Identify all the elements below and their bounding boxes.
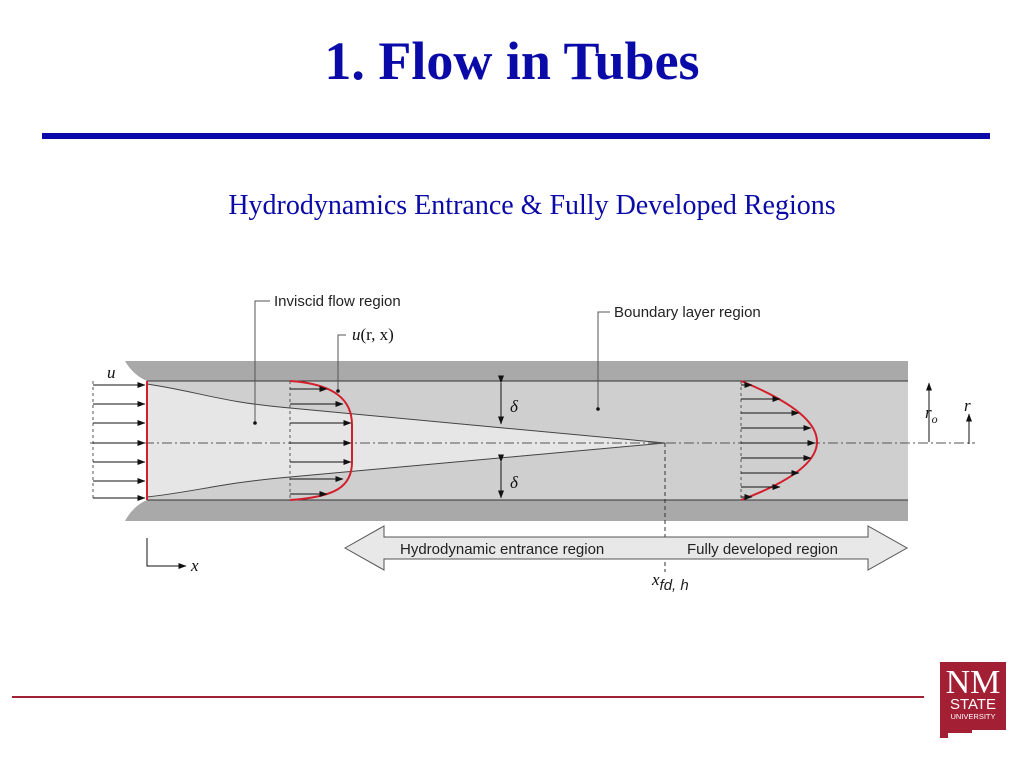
tube-flow-diagram: δ δ Inviscid flow region u(r, x) Boundar… xyxy=(90,293,975,594)
boundary-label: Boundary layer region xyxy=(614,304,761,321)
ro-label: ro xyxy=(925,403,938,426)
slide-title: 1. Flow in Tubes xyxy=(324,31,700,91)
inviscid-core xyxy=(146,383,666,498)
xfd-label: xfd, h xyxy=(651,570,689,594)
region-double-arrow xyxy=(343,525,909,571)
u-rx-label: u(r, x) xyxy=(352,325,394,344)
logo-nm: NM xyxy=(946,664,1001,701)
r-label: r xyxy=(964,396,971,415)
title-divider xyxy=(42,133,990,139)
slide-subtitle: Hydrodynamics Entrance & Fully Developed… xyxy=(228,190,836,221)
x-label: x xyxy=(190,556,199,575)
inlet-u-label: u xyxy=(107,363,116,382)
u-rx-leader xyxy=(337,334,346,391)
delta-bottom-label: δ xyxy=(510,473,519,492)
logo-state: STATE xyxy=(950,696,996,713)
nmsu-logo: NM STATE UNIVERSITY xyxy=(940,662,1006,738)
developed-region-label: Fully developed region xyxy=(687,541,838,558)
tube-wall-top xyxy=(125,361,908,381)
logo-university: UNIVERSITY xyxy=(950,712,995,721)
boundary-leader xyxy=(597,311,610,409)
developing-velocity-profile xyxy=(289,380,353,501)
inlet-velocity-profile xyxy=(92,381,148,501)
inviscid-leader xyxy=(254,300,270,423)
fully-developed-velocity-profile xyxy=(740,380,818,501)
delta-top-label: δ xyxy=(510,397,519,416)
entrance-region-label: Hydrodynamic entrance region xyxy=(400,541,604,558)
x-axis-arrow xyxy=(146,538,187,569)
tube-wall-bottom xyxy=(125,500,908,521)
footer-divider xyxy=(12,696,924,698)
inviscid-label: Inviscid flow region xyxy=(274,293,401,310)
